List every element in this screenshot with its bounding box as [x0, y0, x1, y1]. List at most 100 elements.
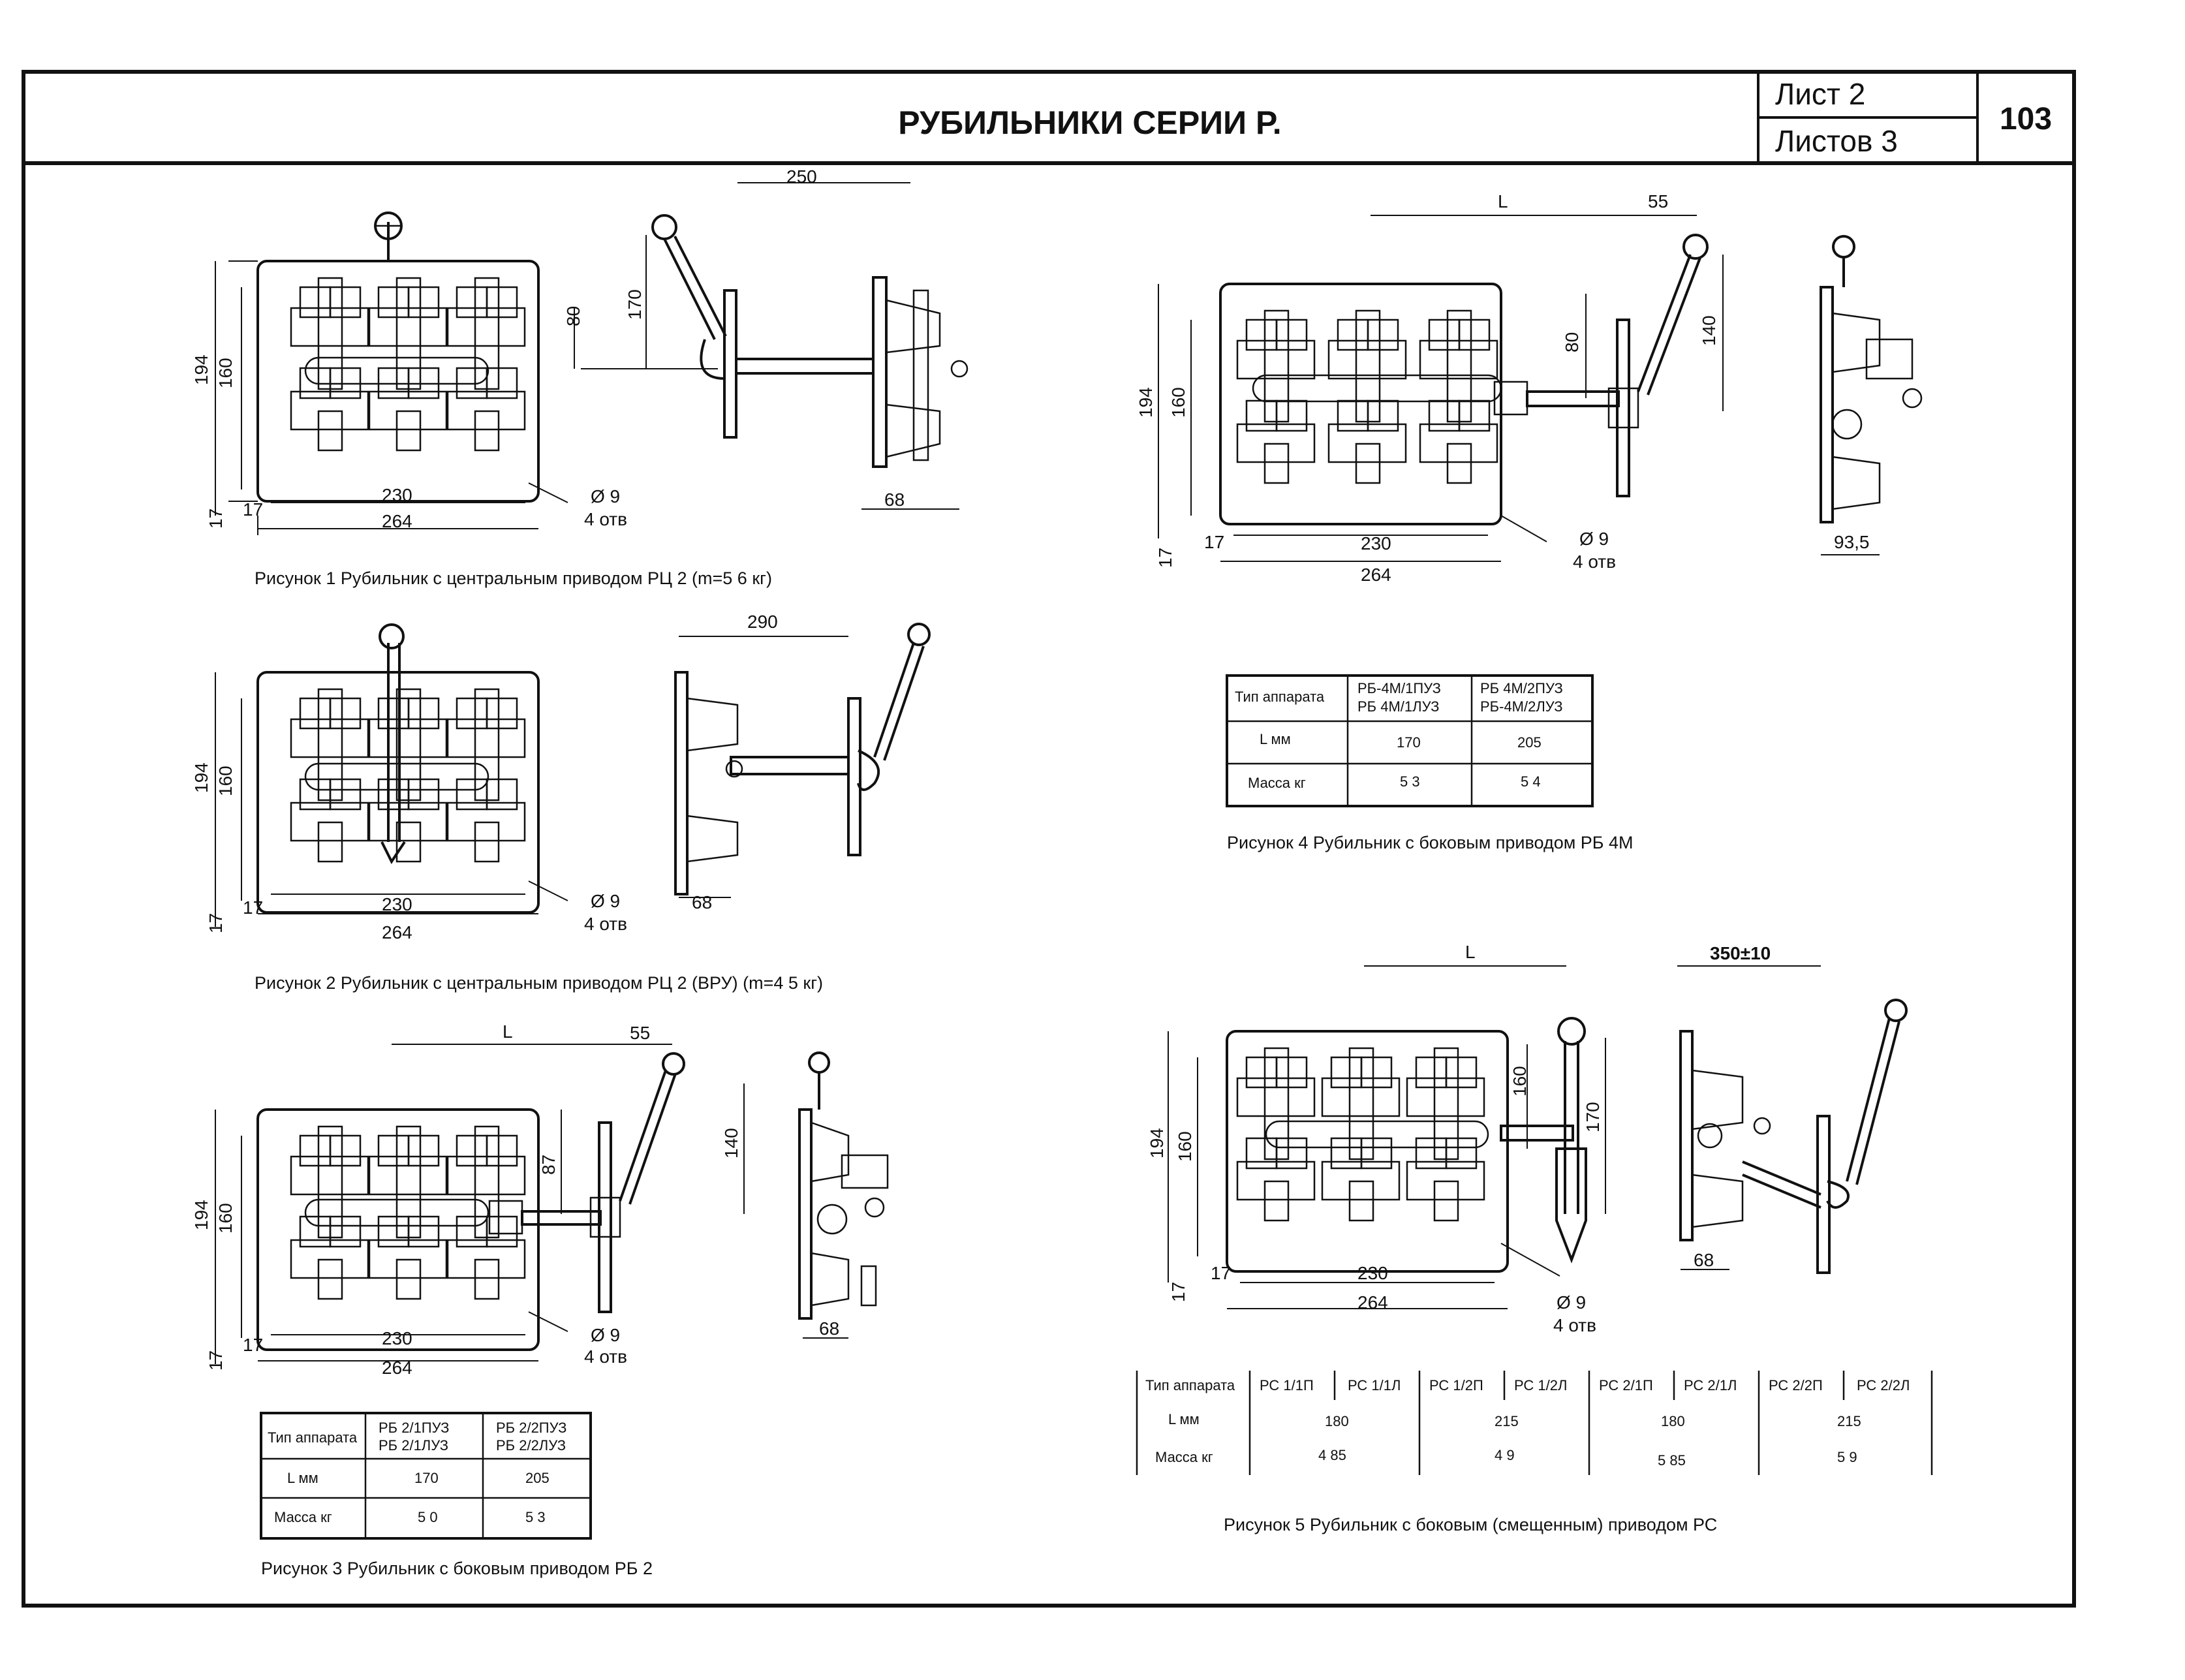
- fig3-dim-87: 87: [538, 1155, 559, 1175]
- fig4-dim-140: 140: [1699, 315, 1719, 346]
- fig5-dim-170: 170: [1583, 1102, 1603, 1132]
- fig4-dim-80: 80: [1562, 332, 1582, 352]
- fig4-dim-hole: Ø 9: [1579, 529, 1609, 549]
- fig4-table-L2: 205: [1517, 734, 1542, 751]
- fig3-dim-17b: 17: [243, 1335, 263, 1355]
- fig2-dim-hole: Ø 9: [591, 891, 620, 911]
- fig3-dim-194: 194: [191, 1200, 211, 1230]
- fig1-dim-68: 68: [884, 490, 905, 510]
- fig4-table-row-L: L мм: [1260, 731, 1291, 747]
- fig1-dim-17: 17: [206, 508, 226, 529]
- fig2-dim-194: 194: [191, 762, 211, 793]
- fig5-table-type-1: РС 1/1П: [1260, 1377, 1314, 1393]
- figure-3: 194 160 17 17 230 264 Ø 9 4 отв L 55 87 …: [191, 1021, 889, 1578]
- fig2-dimensions: [215, 636, 848, 927]
- fig5-dim-L: L: [1465, 942, 1476, 962]
- fig3-dim-17: 17: [206, 1350, 226, 1371]
- fig3-table-col2-b: РБ 2/2ЛУЗ: [496, 1437, 566, 1454]
- fig3-side-view: [798, 1051, 889, 1320]
- fig3-dim-55: 55: [630, 1023, 650, 1043]
- fig3-caption: Рисунок 3 Рубильник с боковым приводом Р…: [261, 1559, 653, 1578]
- fig4-table-col2-a: РБ 4М/2ПУЗ: [1480, 680, 1563, 696]
- fig3-table-header-type: Тип аппарата: [268, 1429, 358, 1446]
- fig3-dim-160: 160: [215, 1203, 236, 1234]
- fig1-front-view: [256, 211, 540, 503]
- fig4-dim-holes: 4 отв: [1573, 552, 1616, 572]
- fig4-dim-17b: 17: [1204, 532, 1224, 552]
- fig2-dim-264: 264: [382, 922, 412, 942]
- fig2-dim-230: 230: [382, 894, 412, 914]
- fig3-table-col1-b: РБ 2/1ЛУЗ: [379, 1437, 448, 1454]
- fig5-table: [1136, 1371, 1933, 1475]
- fig4-dim-93: 93,5: [1834, 532, 1870, 552]
- sheet-label: Лист 2: [1775, 77, 1865, 111]
- fig5-table-type-8: РС 2/2Л: [1857, 1377, 1910, 1393]
- fig5-side-view: [1679, 999, 1908, 1274]
- fig5-table-L-2: 215: [1495, 1413, 1519, 1429]
- fig5-dim-160b: 160: [1510, 1066, 1530, 1097]
- fig1-dim-17b: 17: [243, 499, 263, 520]
- fig4-dim-17: 17: [1155, 548, 1175, 568]
- fig5-table-row-mass: Масса кг: [1155, 1449, 1213, 1465]
- fig3-dim-230: 230: [382, 1328, 412, 1348]
- fig5-dim-hole: Ø 9: [1557, 1292, 1586, 1313]
- fig1-dim-80: 80: [563, 306, 583, 326]
- fig3-table-L1: 170: [414, 1470, 439, 1486]
- fig2-caption: Рисунок 2 Рубильник с центральным привод…: [255, 973, 823, 993]
- fig5-table-type-5: РС 2/1П: [1599, 1377, 1653, 1393]
- fig2-dim-17b: 17: [243, 897, 263, 918]
- fig5-table-row-L: L мм: [1168, 1411, 1200, 1427]
- fig3-dim-holes: 4 отв: [584, 1346, 627, 1367]
- fig3-table-m1: 5 0: [418, 1509, 438, 1525]
- fig5-table-type-3: РС 1/2П: [1429, 1377, 1483, 1393]
- fig3-table-row-L: L мм: [287, 1470, 318, 1486]
- fig3-dim-L: L: [503, 1021, 513, 1042]
- fig5-table-type-4: РС 1/2Л: [1514, 1377, 1567, 1393]
- fig3-table-row-mass: Масса кг: [274, 1509, 332, 1525]
- fig3-front-view: [256, 1052, 685, 1351]
- fig5-dim-230: 230: [1357, 1263, 1388, 1283]
- fig5-table-L-4: 215: [1837, 1413, 1861, 1429]
- fig5-table-m-2: 4 9: [1495, 1447, 1515, 1463]
- figure-5: 194 160 17 17 230 264 Ø 9 4 отв L 160 17…: [1136, 942, 1933, 1534]
- fig1-dim-250: 250: [786, 166, 817, 187]
- fig5-dim-holes: 4 отв: [1553, 1315, 1596, 1335]
- fig5-front-view: [1226, 1017, 1587, 1273]
- fig4-front-view: [1219, 234, 1709, 525]
- fig1-side-view: [651, 214, 969, 468]
- figure-4: 194 160 17 17 230 264 Ø 9 4 отв L 55 80 …: [1136, 191, 1923, 852]
- fig4-side-view: [1820, 235, 1923, 523]
- fig3-table-col2-a: РБ 2/2ПУЗ: [496, 1420, 566, 1436]
- fig3-dim-140: 140: [721, 1128, 741, 1159]
- fig4-dim-194: 194: [1136, 387, 1156, 418]
- sheet-title: РУБИЛЬНИКИ СЕРИИ Р.: [898, 104, 1281, 141]
- sheet-frame: [22, 70, 2076, 1608]
- fig5-dim-350: 350±10: [1710, 943, 1771, 963]
- fig3-table-L2: 205: [525, 1470, 550, 1486]
- fig5-caption: Рисунок 5 Рубильник с боковым (смещенным…: [1224, 1515, 1717, 1534]
- fig3-dimensions: [215, 1044, 848, 1364]
- figure-2: 194 160 17 17 230 264 Ø 9 4 отв 290 68 Р…: [191, 612, 931, 993]
- fig1-dimensions: [215, 182, 959, 535]
- fig4-table-col1-b: РБ 4М/1ЛУЗ: [1357, 698, 1439, 715]
- figure-1: 194 160 17 17 230 264 Ø 9 4 отв 250 80 1…: [191, 166, 969, 588]
- fig4-table-m2: 5 4: [1521, 773, 1541, 790]
- fig3-table-m2: 5 3: [525, 1509, 546, 1525]
- fig4-table-L1: 170: [1397, 734, 1421, 751]
- fig4-table-m1: 5 3: [1400, 773, 1420, 790]
- page-number: 103: [2000, 102, 2052, 136]
- fig1-dim-hole: Ø 9: [591, 486, 620, 506]
- fig5-table-type-7: РС 2/2П: [1769, 1377, 1823, 1393]
- fig4-dim-160: 160: [1168, 387, 1188, 418]
- fig5-dimensions: [1168, 965, 1821, 1309]
- fig4-table-row-mass: Масса кг: [1248, 775, 1306, 791]
- fig2-dim-290: 290: [747, 612, 778, 632]
- fig4-table-header-type: Тип аппарата: [1235, 689, 1325, 705]
- fig5-table-m-4: 5 9: [1837, 1449, 1857, 1465]
- fig5-dim-160: 160: [1175, 1131, 1195, 1162]
- fig1-dim-230: 230: [382, 485, 412, 505]
- fig5-dim-68: 68: [1694, 1250, 1714, 1270]
- fig1-dim-holes: 4 отв: [584, 509, 627, 529]
- fig3-table: [260, 1412, 592, 1540]
